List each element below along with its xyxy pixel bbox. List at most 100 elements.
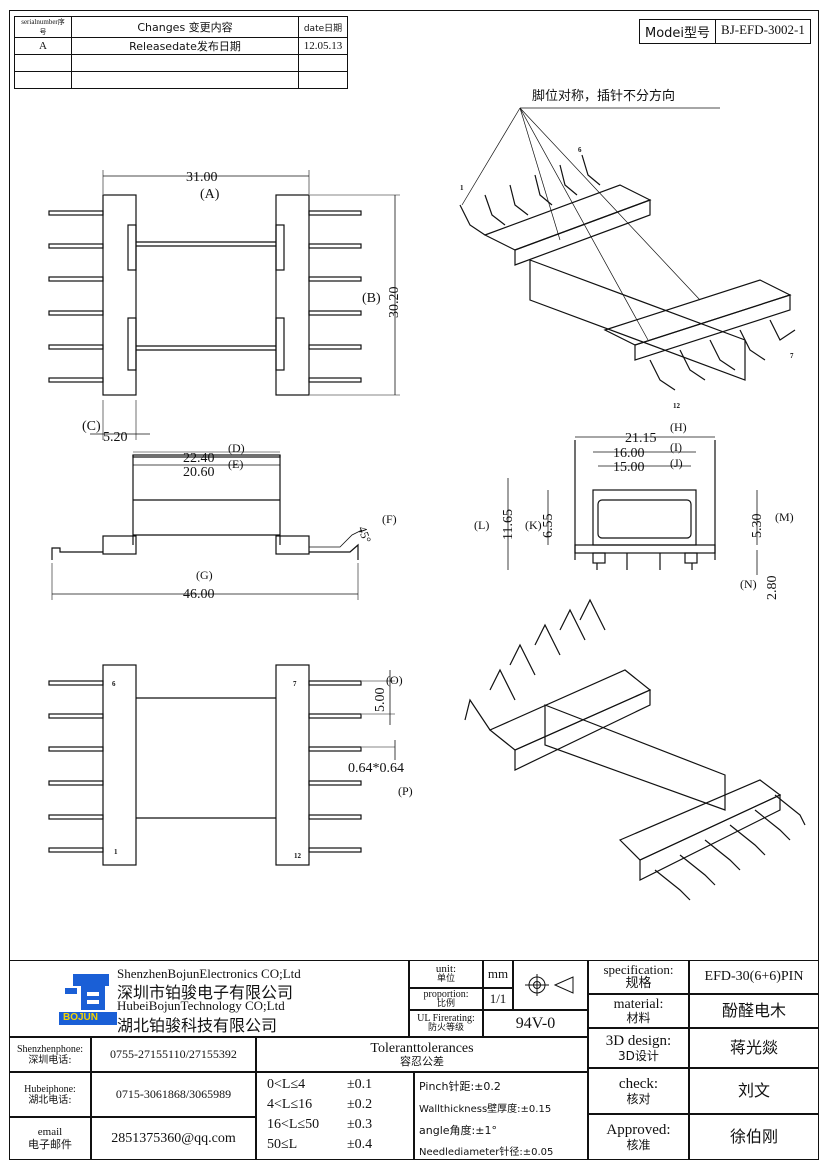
rev-cell: Releasedate发布日期 xyxy=(71,37,299,55)
unit-value: mm xyxy=(483,960,513,988)
company-cell xyxy=(9,960,409,1037)
front-section-view xyxy=(507,436,758,575)
sz-phone-label: Shenzhenphone: xyxy=(16,1043,84,1055)
model-label: Modei型号 xyxy=(645,26,711,41)
email-label-cn: 电子邮件 xyxy=(28,1137,72,1151)
label-g: (G) xyxy=(196,568,213,582)
dim-5-30: 5.30 xyxy=(750,514,765,539)
side-view xyxy=(51,451,363,600)
rev-header-changes: Changes 变更内容 xyxy=(71,16,299,38)
model-box: Modei型号 BJ-EFD-3002-1 xyxy=(639,19,811,44)
design-label-cn: 3D设计 xyxy=(618,1048,659,1063)
label-a: (A) xyxy=(200,187,220,202)
label-m: (M) xyxy=(775,510,794,524)
material-label: material: xyxy=(613,996,664,1012)
dim-31: 31.00 xyxy=(186,170,218,185)
fire-label-cn: 防火等级 xyxy=(427,1023,464,1034)
company-cn-2: 湖北铂骏科技有限公司 xyxy=(117,1016,278,1035)
design-label-cell: 3D design: 3D设计 xyxy=(588,1028,689,1068)
label-c: (C) xyxy=(82,419,101,434)
sz-phone: 0755-27155110/27155392 xyxy=(91,1037,256,1072)
dim-16: 16.00 xyxy=(613,446,645,461)
label-e: (E) xyxy=(228,457,243,471)
tol-range: 50≤L xyxy=(267,1137,298,1152)
needle-note: Needlediameter针径:±0.05 xyxy=(419,1147,554,1158)
email-label-cell: email 电子邮件 xyxy=(9,1117,91,1160)
fire-label-cell: UL Firerating: 防火等级 xyxy=(409,1010,483,1037)
projection-symbol-icon xyxy=(524,974,573,996)
fire-label: UL Firerating: xyxy=(417,1013,475,1025)
technical-drawing: 31.00 (A) (B) 30.20 (C) 5.20 22.40 (D) 2… xyxy=(48,88,806,901)
fire-value: 94V-0 xyxy=(483,1010,588,1037)
proportion-label-cell: proportion: 比例 xyxy=(409,988,483,1010)
proportion-label-cn: 比例 xyxy=(436,998,455,1009)
label-p: (P) xyxy=(398,784,413,798)
company-cn-1: 深圳市铂骏电子有限公司 xyxy=(117,983,294,1002)
spec-label: specification: xyxy=(603,961,674,977)
approved-label: Approved: xyxy=(606,1122,671,1139)
proportion-value: 1/1 xyxy=(483,988,513,1010)
dim-15: 15.00 xyxy=(613,460,645,475)
tol-value: ±0.1 xyxy=(347,1077,373,1092)
hb-phone-label-cell: Hubeiphone: 湖北电话: xyxy=(9,1072,91,1117)
angle-note: angle角度:±1° xyxy=(419,1124,497,1137)
spec-value: EFD-30(6+6)PIN xyxy=(689,960,819,994)
pin-label-12-bottom: 12 xyxy=(294,852,302,860)
label-n: (N) xyxy=(740,577,757,591)
dim-30-20: 30.20 xyxy=(387,287,402,319)
email: 2851375360@qq.com xyxy=(91,1117,256,1160)
label-h: (H) xyxy=(670,420,687,434)
dim-22-40: 22.40 xyxy=(183,451,215,466)
company-en-1: ShenzhenBojunElectronics CO;Ltd xyxy=(117,966,301,981)
label-k: (K) xyxy=(525,518,542,532)
pin-label-1: 1 xyxy=(460,184,464,192)
tol-value: ±0.3 xyxy=(347,1117,373,1132)
pinch-note: Pinch针距:±0.2 xyxy=(419,1080,501,1093)
tolerance-title-cell: Toleranttolerances 容忍公差 xyxy=(256,1037,588,1072)
isometric-view-bottom xyxy=(464,598,806,901)
dim-21-15: 21.15 xyxy=(625,431,657,446)
material-label-cn: 材料 xyxy=(626,1011,651,1026)
dim-0-64: 0.64*0.64 xyxy=(348,761,404,776)
hb-phone: 0715-3061868/3065989 xyxy=(91,1072,256,1117)
dim-11-65: 11.65 xyxy=(501,509,516,540)
tolerance-title-cn: 容忍公差 xyxy=(400,1055,444,1069)
sz-phone-label-cn: 深圳电话: xyxy=(28,1054,72,1066)
tolerance-notes: Pinch针距:±0.2 Wallthickness壁厚度:±0.15 angl… xyxy=(414,1072,588,1160)
pin-note: 脚位对称，插针不分方向 xyxy=(532,88,675,104)
material-label-cell: material: 材料 xyxy=(588,994,689,1028)
dim-2-80: 2.80 xyxy=(765,576,780,601)
unit-label-cn: 单位 xyxy=(436,974,455,985)
check-label: check: xyxy=(618,1076,659,1093)
tolerance-table: 0<L≤4 ±0.1 4<L≤16 ±0.2 16<L≤50 ±0.3 50≤L… xyxy=(256,1072,414,1160)
label-l: (L) xyxy=(474,518,489,532)
label-j: (J) xyxy=(670,456,683,470)
hb-phone-label-cn: 湖北电话: xyxy=(28,1094,72,1106)
design-value: 蒋光燚 xyxy=(689,1028,819,1068)
design-label: 3D design: xyxy=(605,1033,672,1050)
pin-label-6-bottom: 6 xyxy=(112,680,116,688)
dim-20-60: 20.60 xyxy=(183,465,215,480)
pin-label-7-bottom: 7 xyxy=(293,680,297,688)
spec-label-cn: 规格 xyxy=(625,976,652,991)
dim-46: 46.00 xyxy=(183,587,215,602)
check-value: 刘文 xyxy=(689,1068,819,1114)
approved-label-cn: 核准 xyxy=(626,1137,651,1152)
tol-range: 4<L≤16 xyxy=(267,1097,313,1112)
unit-label-cell: unit: 单位 xyxy=(409,960,483,988)
dim-6-55: 6.55 xyxy=(541,514,556,539)
wall-note: Wallthickness壁厚度:±0.15 xyxy=(419,1104,552,1115)
label-f: (F) xyxy=(382,512,397,526)
tol-value: ±0.2 xyxy=(347,1097,373,1112)
tol-value: ±0.4 xyxy=(347,1137,373,1152)
pin-label-6: 6 xyxy=(578,146,582,154)
revision-table: serialnumber序号 Changes 变更内容 date日期 A Rel… xyxy=(14,16,348,89)
label-o: (O) xyxy=(386,673,403,687)
bojun-logo xyxy=(59,974,117,1025)
approved-value: 徐伯刚 xyxy=(689,1114,819,1160)
material-value: 酚醛电木 xyxy=(689,994,819,1028)
hb-phone-label: Hubeiphone: xyxy=(24,1083,76,1095)
pin-label-12: 12 xyxy=(673,402,681,410)
rev-cell xyxy=(298,71,348,89)
title-block: BOJUN ShenzhenBojunElectronics CO;Ltd 深圳… xyxy=(9,960,819,1160)
